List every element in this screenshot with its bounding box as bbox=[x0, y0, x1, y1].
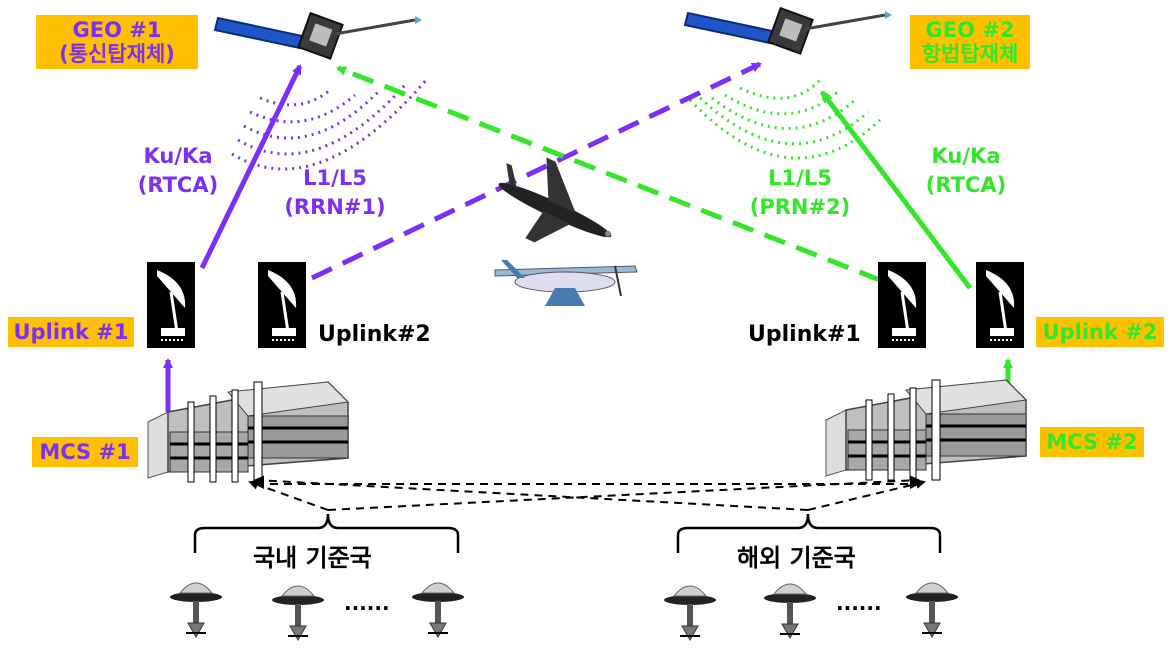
ku-left-line1: Ku/Ka bbox=[144, 144, 213, 168]
l1-left-line1: L1/L5 bbox=[303, 166, 367, 190]
overseas-station-1-icon bbox=[663, 585, 717, 641]
uplink1-right-antenna-icon bbox=[876, 260, 928, 350]
mcs1-label: MCS #1 bbox=[32, 437, 138, 468]
satellite-geo2-icon bbox=[683, 6, 894, 56]
mcs2-label: MCS #2 bbox=[1040, 427, 1144, 458]
domestic-label: 국내 기준국 bbox=[253, 544, 372, 572]
uplink2-left-antenna-icon bbox=[256, 260, 308, 350]
geo2-label: GEO #2 항법탑재체 bbox=[910, 15, 1030, 70]
satellite-geo1-icon bbox=[213, 11, 424, 61]
mcs1-building-icon bbox=[146, 380, 350, 484]
signal-waves-left bbox=[231, 77, 430, 171]
uplink1-left-label: Uplink #1 bbox=[8, 317, 134, 348]
uplink2-right-link bbox=[820, 90, 972, 290]
ku-right-line2: (RTCA) bbox=[926, 173, 1006, 197]
l1-right-line2: (PRN#2) bbox=[750, 195, 851, 219]
cessna-icon bbox=[494, 260, 638, 306]
uplink1-left-link bbox=[199, 64, 303, 270]
domestic-station-3-icon bbox=[411, 582, 465, 638]
uplink1-left-antenna-icon bbox=[145, 260, 197, 350]
l1-left-line2: (RRN#1) bbox=[284, 195, 385, 219]
l1-right-line1: L1/L5 bbox=[768, 166, 832, 190]
domestic-bracket bbox=[193, 513, 460, 553]
ku-right-line1: Ku/Ka bbox=[932, 144, 1001, 168]
domestic-station-2-icon bbox=[271, 585, 325, 641]
uplink2-left-label: Uplink#2 bbox=[318, 322, 431, 347]
geo1-line2: (통신탑재체) bbox=[59, 42, 175, 67]
overseas-station-2-icon bbox=[763, 583, 817, 639]
ku-left-line2: (RTCA) bbox=[138, 173, 218, 197]
geo1-label: GEO #1 (통신탑재체) bbox=[36, 15, 198, 70]
overseas-bracket bbox=[676, 513, 942, 553]
uplink2-right-antenna-icon bbox=[974, 260, 1026, 350]
domestic-ellipsis: ...... bbox=[344, 591, 390, 615]
airplane-icon bbox=[498, 157, 612, 243]
overseas-station-3-icon bbox=[905, 582, 959, 638]
uplink2-left-link bbox=[310, 61, 762, 281]
geo2-line2: 항법탑재체 bbox=[921, 42, 1019, 67]
overseas-label: 해외 기준국 bbox=[737, 544, 856, 572]
uplink1-right-link bbox=[336, 65, 881, 283]
geo1-line1: GEO #1 bbox=[72, 18, 162, 42]
domestic-station-1-icon bbox=[169, 582, 223, 638]
uplink2-right-label: Uplink #2 bbox=[1036, 317, 1164, 348]
geo2-line1: GEO #2 bbox=[925, 18, 1015, 42]
mcs2-building-icon bbox=[824, 378, 1028, 482]
reference-network-links bbox=[248, 475, 926, 511]
overseas-ellipsis: ...... bbox=[836, 591, 882, 615]
signal-waves-right bbox=[688, 78, 882, 160]
uplink1-right-label: Uplink#1 bbox=[748, 322, 861, 347]
